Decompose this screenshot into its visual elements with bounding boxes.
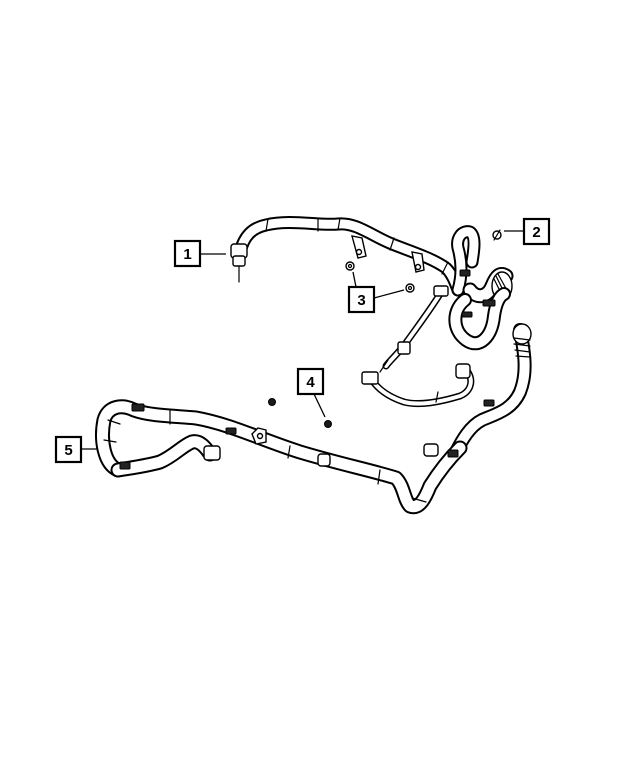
callout-2: 2: [504, 217, 551, 246]
lower-hose-assembly: [95, 399, 468, 515]
leader-line-3b: [373, 289, 405, 299]
callout-2-label: 2: [532, 224, 540, 241]
hose-clip-part-2: [492, 229, 502, 241]
callout-4-label: 4: [306, 374, 315, 391]
leader-line-3a: [352, 271, 357, 288]
callout-5: 5: [54, 435, 98, 464]
callout-1-label: 1: [183, 246, 191, 263]
callout-1: 1: [173, 239, 226, 268]
callout-4: 4: [296, 367, 326, 418]
callout-3-label: 3: [357, 292, 365, 309]
callout-5-label: 5: [64, 442, 72, 459]
upper-hose-assembly: [230, 216, 532, 459]
leader-line-4: [313, 393, 326, 418]
nuts-part-3: [345, 261, 415, 293]
callout-3: 3: [347, 271, 405, 314]
nuts-part-4: [268, 398, 332, 428]
